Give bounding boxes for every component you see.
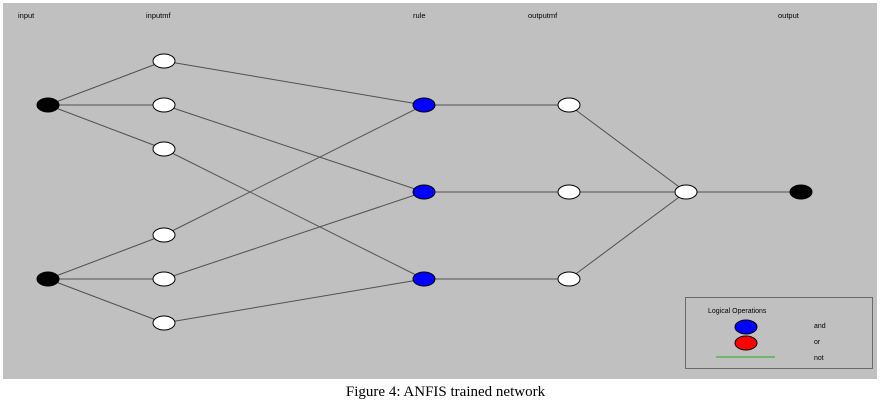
input-node-1 xyxy=(36,97,60,113)
inputmf-node-6 xyxy=(152,315,176,331)
rule-node-2 xyxy=(412,184,436,200)
outputmf-node-3 xyxy=(557,271,581,287)
logical-operations-legend: Logical Operations and or not xyxy=(685,297,873,369)
connection-edge-3 xyxy=(47,104,165,150)
outputmf-node-1 xyxy=(557,97,581,113)
rule-node-1 xyxy=(412,97,436,113)
legend-swatch-and xyxy=(734,319,758,335)
legend-swatch-or xyxy=(734,335,758,351)
input-node-2 xyxy=(36,271,60,287)
outputmf-node-2 xyxy=(557,184,581,200)
column-label-inputmf: inputmf xyxy=(146,11,171,20)
inputmf-node-1 xyxy=(152,53,176,69)
connection-edge-6 xyxy=(47,278,165,324)
legend-swatches xyxy=(716,319,775,358)
connection-edge-16 xyxy=(568,104,687,193)
inputmf-node-5 xyxy=(152,271,176,287)
connection-edge-1 xyxy=(47,60,165,106)
anfis-network-diagram xyxy=(36,53,813,331)
network-canvas: input inputmf rule outputmf output Logic… xyxy=(3,3,877,379)
column-label-output: output xyxy=(778,11,799,20)
inputmf-node-2 xyxy=(152,97,176,113)
legend-label-not: not xyxy=(814,355,824,362)
rule-node-3 xyxy=(412,271,436,287)
column-label-rule: rule xyxy=(413,11,426,20)
legend-label-and: and xyxy=(814,323,826,330)
output-node xyxy=(789,184,813,200)
column-label-outputmf: outputmf xyxy=(528,11,558,20)
connection-edge-11 xyxy=(163,191,425,280)
legend-label-or: or xyxy=(814,339,821,346)
connection-edge-7 xyxy=(163,60,425,106)
figure-caption: Figure 4: ANFIS trained network xyxy=(345,384,546,400)
connection-edge-18 xyxy=(568,191,687,280)
connection-edge-8 xyxy=(163,104,425,193)
aggregation-node xyxy=(674,184,698,200)
connection-edge-10 xyxy=(163,104,425,236)
inputmf-node-3 xyxy=(152,141,176,157)
connection-edge-12 xyxy=(163,278,425,324)
legend-title: Logical Operations xyxy=(708,308,767,315)
connection-edge-9 xyxy=(163,148,425,280)
column-label-input: input xyxy=(18,11,35,20)
connection-edge-4 xyxy=(47,234,165,280)
inputmf-node-4 xyxy=(152,227,176,243)
